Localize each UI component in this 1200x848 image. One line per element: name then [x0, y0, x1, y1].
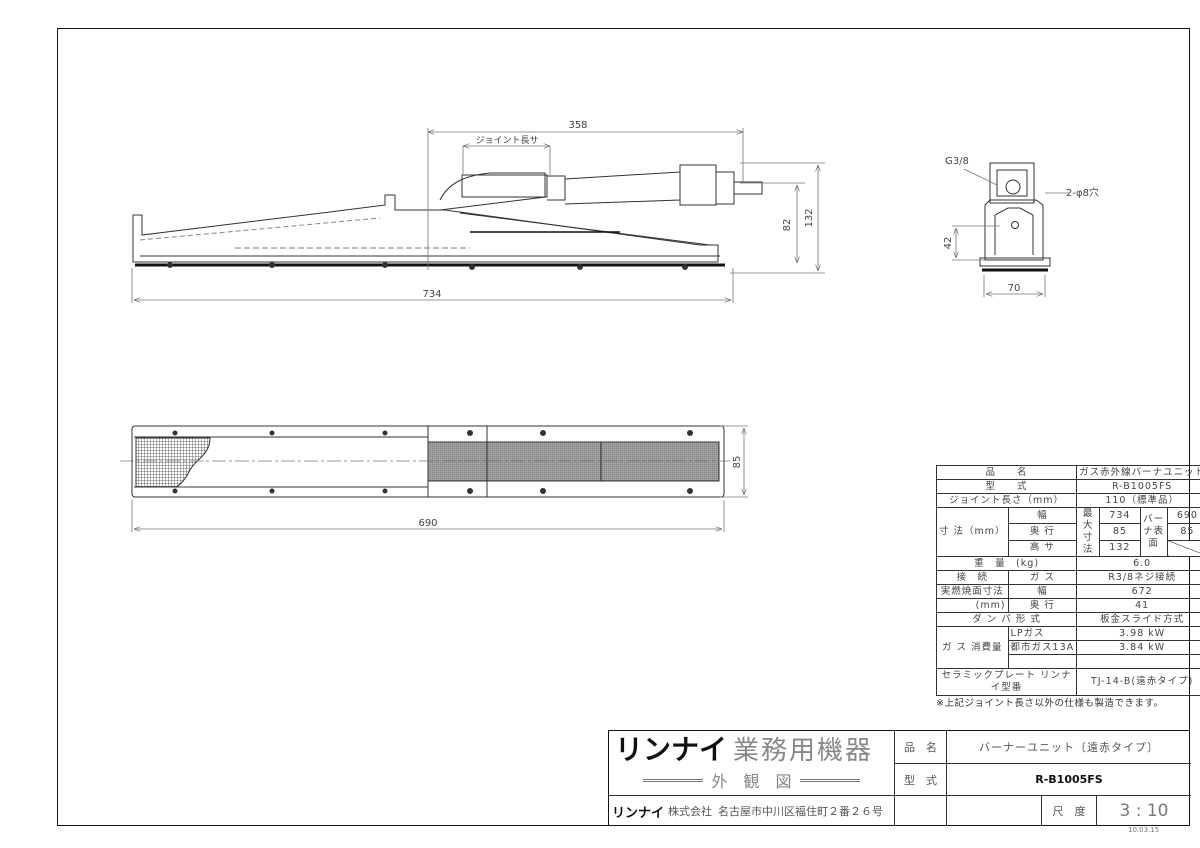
model-value: R-B1005FS	[946, 763, 1191, 795]
model-value: R-B1005FS	[1076, 479, 1200, 494]
dim-70: 70	[1008, 283, 1021, 294]
title-block: リンナイ 業務用機器 外 観 図 リンナイ 株式会社 名古屋市中川区福住町２番２…	[608, 730, 1191, 826]
city-gas-label: 都市ガス13A	[1007, 640, 1078, 655]
dim-82: 82	[782, 219, 793, 232]
dim-734: 734	[422, 289, 441, 300]
top-view	[120, 425, 748, 532]
conn-label: 接 続	[936, 570, 1009, 585]
product-value: バーナーユニット〔遠赤タイプ〕	[946, 731, 1191, 763]
burn-width-label: 幅	[1007, 584, 1078, 599]
company-logo: リンナイ	[612, 805, 665, 821]
blank-diagonal-cell	[1166, 539, 1200, 558]
weight-label: 重 量 (kg)	[935, 556, 1078, 571]
company-row: リンナイ 株式会社 名古屋市中川区福住町２番２６号	[609, 795, 894, 826]
joint-label: ジョイント長さ（mm）	[935, 493, 1078, 508]
blank-cell	[946, 795, 1041, 826]
drawing-type-row: 外 観 図	[609, 765, 894, 795]
damper-value: 板金スライド方式	[1076, 612, 1200, 627]
dim-label: 寸 法（mm）	[936, 507, 1009, 557]
drawing-date: 10.03.15	[1128, 826, 1160, 834]
product-label: 品 名	[894, 731, 946, 763]
drawing-type: 外 観 図	[711, 772, 792, 791]
damper-label: ダ ン パ 形 式	[935, 612, 1078, 627]
model-label: 型 式	[894, 763, 946, 795]
burn-label: 実燃焼面寸法	[936, 584, 1009, 599]
burner-label: バーナ表面	[1139, 507, 1168, 557]
dim-690: 690	[418, 518, 437, 529]
dim-85: 85	[732, 456, 743, 469]
blank-cell	[1076, 654, 1200, 669]
joint-value: 110（標準品）	[1076, 493, 1200, 508]
label-g38: G3/8	[945, 156, 969, 167]
label-mounting-holes: 2-φ8穴	[1066, 186, 1099, 199]
company-address: 名古屋市中川区福住町２番２６号	[718, 805, 884, 818]
burner-width: 690	[1166, 506, 1200, 525]
company-suffix: 株式会社	[668, 805, 713, 818]
plate-value: TJ-14-B(遠赤タイプ)	[1076, 668, 1200, 696]
lp-label: LPガス	[1007, 626, 1078, 641]
dim-358: 358	[568, 120, 587, 131]
side-view	[131, 128, 825, 303]
scale-value: 3 : 10	[1096, 795, 1191, 826]
burn-depth: 41	[1076, 598, 1200, 613]
brand-logo: リンナイ	[615, 733, 728, 766]
dim-42: 42	[943, 237, 954, 250]
brand-row: リンナイ 業務用機器	[609, 731, 894, 766]
dim-joint-length: ジョイント長サ	[475, 135, 538, 146]
spec-note: ※上記ジョイント長さ以外の仕様も製造できます。	[936, 698, 1164, 709]
lp-value: 3.98 kW	[1076, 626, 1200, 641]
width-label: 幅	[1007, 506, 1078, 525]
name-value: ガス赤外線バーナユニット	[1076, 465, 1200, 480]
depth-label: 奥 行	[1007, 523, 1078, 541]
end-view	[952, 162, 1070, 297]
burn-width: 672	[1076, 584, 1200, 599]
gas-consumption-label: ガ ス 消費量	[936, 626, 1009, 669]
name-label: 品 名	[935, 465, 1078, 480]
city-gas-value: 3.84 kW	[1076, 640, 1200, 655]
model-label: 型 式	[935, 479, 1078, 494]
max-label: 最大寸法	[1076, 507, 1101, 557]
blank-cell	[894, 795, 946, 826]
blank-cell	[1007, 654, 1078, 669]
dim-132: 132	[804, 208, 815, 227]
max-width: 734	[1099, 506, 1141, 525]
height-label: 高 サ	[1007, 539, 1078, 558]
weight-value: 6.0	[1076, 556, 1200, 571]
plate-label: セラミックプレート リンナイ型番	[935, 668, 1078, 696]
division: 業務用機器	[733, 735, 874, 766]
max-height: 132	[1099, 539, 1141, 558]
burn-unit: (mm)	[936, 598, 1009, 613]
burner-depth: 85	[1166, 523, 1200, 541]
scale-label: 尺 度	[1041, 795, 1096, 826]
burn-depth-label: 奥 行	[1007, 598, 1078, 613]
conn-gas-label: ガ ス	[1007, 570, 1078, 585]
conn-value: R3/8ネジ接続	[1076, 570, 1200, 585]
max-depth: 85	[1099, 523, 1141, 541]
